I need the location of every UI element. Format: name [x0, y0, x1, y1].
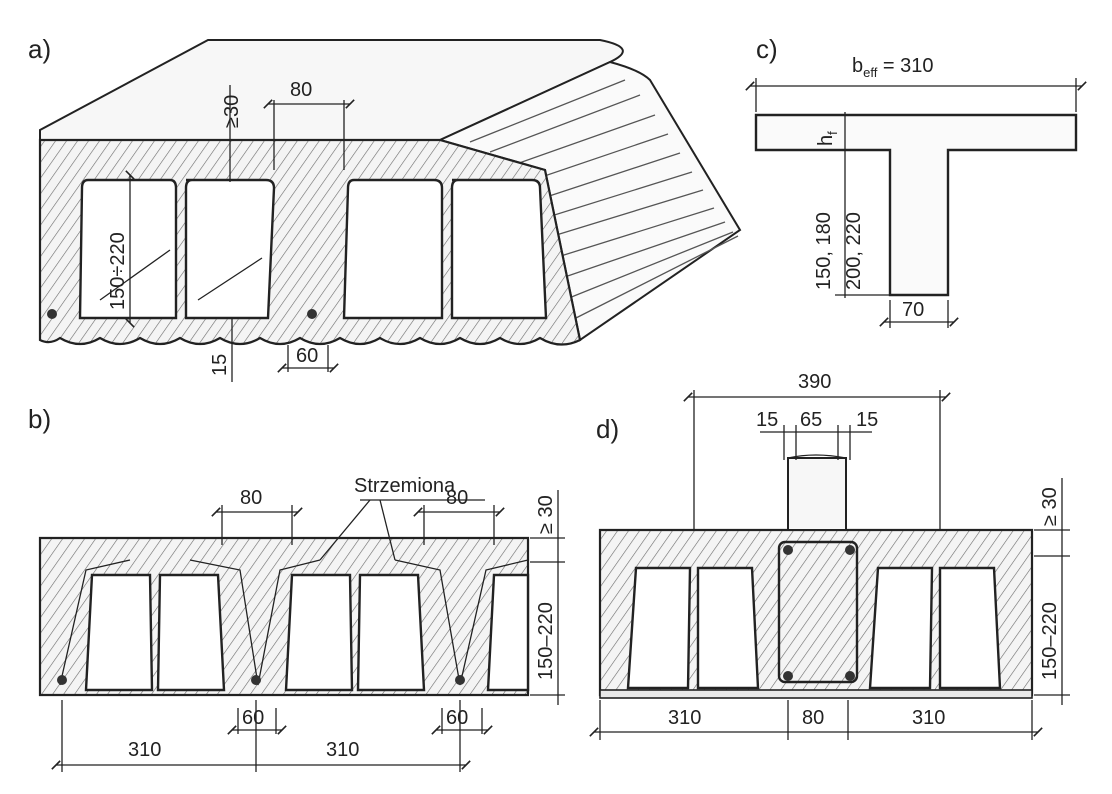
rebar-a1	[47, 309, 57, 319]
dim-b-rib-right: 80	[446, 487, 468, 509]
panel-c-letter: c)	[756, 34, 778, 64]
stirrups-label: Strzemiona	[354, 475, 456, 497]
panel-a: a) 80 ≥30 150	[28, 34, 742, 382]
panel-d: d) 390 15 65 15	[589, 371, 1070, 740]
dim-b-rib-left: 80	[240, 487, 262, 509]
dim-d-middle: 80	[802, 707, 824, 729]
dim-a-web: 60	[296, 345, 318, 367]
wall-break	[787, 454, 847, 459]
dim-c-height-1: 150, 180	[813, 212, 835, 290]
dim-b-height: 150–220	[535, 602, 557, 680]
dim-c-height-2: 200, 220	[843, 212, 865, 290]
void-a4	[450, 178, 548, 320]
dim-b-web-left: 60	[242, 707, 264, 729]
t-beam-section	[754, 113, 1078, 297]
voids-b	[84, 573, 530, 692]
side-ribs	[469, 79, 739, 321]
panel-a-letter: a)	[28, 34, 51, 64]
dim-a-rib: 80	[290, 79, 312, 101]
dim-d-side-right: 15	[856, 409, 878, 431]
hf-label: hf	[815, 131, 840, 146]
void-reflections	[99, 249, 263, 301]
dim-b-top: ≥ 30	[535, 495, 557, 534]
stirrups-leaders	[319, 499, 485, 561]
dim-a-bottom: 15	[209, 354, 231, 376]
dims-a: 80 ≥30 150÷220 15 60	[107, 79, 355, 382]
dim-d-side-left: 15	[756, 409, 778, 431]
rebar-d2	[845, 545, 855, 555]
dims-d: 390 15 65 15 ≥ 30 150–220 310 80 310	[589, 371, 1070, 740]
dim-d-right: 310	[912, 707, 945, 729]
dim-b-span-left: 310	[128, 739, 161, 761]
dims-b: 80 80 ≥ 30 150–220 60 60 310 310	[51, 487, 565, 772]
void-a2	[184, 178, 276, 320]
panel-c: c) beff = 310 hf 150, 180 200, 220 70	[745, 34, 1087, 328]
beff-label: beff = 310	[852, 55, 934, 80]
rebar-d1	[783, 545, 793, 555]
rebar-b3	[455, 675, 465, 685]
rebar-a2	[307, 309, 317, 319]
voids-d	[626, 566, 1002, 690]
dim-b-span-right: 310	[326, 739, 359, 761]
panel-b: b) Strzemiona 80	[28, 404, 565, 772]
wall-stub	[787, 457, 847, 531]
panel-b-letter: b)	[28, 404, 51, 434]
dim-d-total: 390	[798, 371, 831, 393]
rebar-b1	[57, 675, 67, 685]
dim-d-core: 65	[800, 409, 822, 431]
slab-side-face	[437, 60, 742, 342]
dim-d-left: 310	[668, 707, 701, 729]
panel-d-letter: d)	[596, 414, 619, 444]
dim-b-web-right: 60	[446, 707, 468, 729]
dim-a-top: ≥30	[221, 95, 243, 128]
dim-d-top: ≥ 30	[1039, 487, 1061, 526]
dim-c-web: 70	[902, 299, 924, 321]
rebar-d3	[783, 671, 793, 681]
dim-d-height: 150–220	[1039, 602, 1061, 680]
rebar-b2	[251, 675, 261, 685]
core-stirrup	[777, 540, 859, 684]
slab-d-bottom-plate	[599, 689, 1033, 699]
dim-a-height: 150÷220	[107, 232, 129, 310]
void-a3	[342, 178, 444, 320]
rebar-d4	[845, 671, 855, 681]
